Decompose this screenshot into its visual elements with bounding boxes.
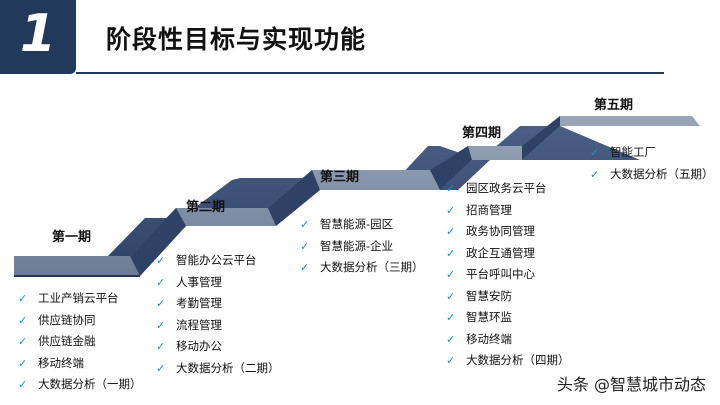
check-icon: ✓ [446,354,456,367]
list-item: ✓大数据分析（一期） [18,374,142,396]
list-item: ✓供应链协同 [18,310,142,332]
check-icon: ✓ [446,268,456,281]
check-icon: ✓ [446,311,456,324]
list-item: ✓人事管理 [156,272,280,294]
check-icon: ✓ [156,254,166,267]
phase-4-label: 第四期 [462,126,502,141]
check-icon: ✓ [156,318,166,332]
check-icon: ✓ [300,239,310,253]
check-icon: ✓ [300,218,310,231]
list-item: ✓政务协同管理 [446,221,570,243]
phase-4-list: ✓园区政务云平台 ✓招商管理 ✓政务协同管理 ✓政企互通管理 ✓平台呼叫中心 ✓… [446,178,570,372]
list-item: ✓政企互通管理 [446,243,570,265]
list-item: ✓工业产销云平台 [18,288,142,310]
check-icon: ✓ [590,146,600,159]
list-item: ✓大数据分析（四期） [446,350,570,372]
list-item: ✓智能工厂 [590,142,714,164]
phase-2-label: 第二期 [186,200,226,215]
check-icon: ✓ [446,332,456,346]
list-item: ✓招商管理 [446,200,570,222]
check-icon: ✓ [18,378,28,391]
check-icon: ✓ [446,225,456,238]
check-icon: ✓ [18,292,28,305]
check-icon: ✓ [446,182,456,195]
list-item: ✓移动终端 [18,353,142,375]
phase-1-list: ✓工业产销云平台 ✓供应链协同 ✓供应链金融 ✓移动终端 ✓大数据分析（一期） [18,288,142,396]
list-item: ✓大数据分析（二期） [156,358,280,380]
watermark: 头条 @智慧城市动态 [556,375,706,394]
list-item: ✓供应链金融 [18,331,142,353]
phase-5-list: ✓智能工厂 ✓大数据分析（五期） [590,142,714,185]
list-item: ✓平台呼叫中心 [446,264,570,286]
title-divider [76,72,664,74]
step-riser-2 [268,170,320,226]
list-item: ✓智慧安防 [446,286,570,308]
stair-top-surface [14,116,700,276]
list-item: ✓大数据分析（五期） [590,164,714,186]
list-item: ✓流程管理 [156,315,280,337]
list-item: ✓智慧能源-企业 [300,236,424,258]
list-item: ✓智慧环监 [446,307,570,329]
step-riser-1 [130,208,186,276]
phase-2-list: ✓智能办公云平台 ✓人事管理 ✓考勤管理 ✓流程管理 ✓移动办公 ✓大数据分析（… [156,250,280,379]
check-icon: ✓ [18,356,28,370]
section-number: 1 [19,4,57,64]
phase-3-list: ✓智慧能源-园区 ✓智慧能源-企业 ✓大数据分析（三期） [300,214,424,279]
section-number-box: 1 [0,0,76,74]
check-icon: ✓ [446,203,456,217]
phase-5-label: 第五期 [594,98,634,113]
check-icon: ✓ [156,340,166,353]
check-icon: ✓ [156,275,166,289]
list-item: ✓大数据分析（三期） [300,257,424,279]
phase-3-label: 第三期 [320,170,360,185]
list-item: ✓考勤管理 [156,293,280,315]
phase-1-label: 第一期 [52,230,92,245]
check-icon: ✓ [156,361,166,375]
check-icon: ✓ [300,261,310,274]
list-item: ✓智能办公云平台 [156,250,280,272]
step-riser-4 [522,116,560,160]
list-item: ✓移动办公 [156,336,280,358]
check-icon: ✓ [156,297,166,310]
list-item: ✓园区政务云平台 [446,178,570,200]
check-icon: ✓ [446,289,456,303]
step-riser-3 [430,146,472,190]
page-title: 阶段性目标与实现功能 [106,25,367,54]
list-item: ✓移动终端 [446,329,570,351]
check-icon: ✓ [446,246,456,260]
check-icon: ✓ [18,335,28,348]
list-item: ✓智慧能源-园区 [300,214,424,236]
check-icon: ✓ [590,167,600,181]
check-icon: ✓ [18,313,28,327]
